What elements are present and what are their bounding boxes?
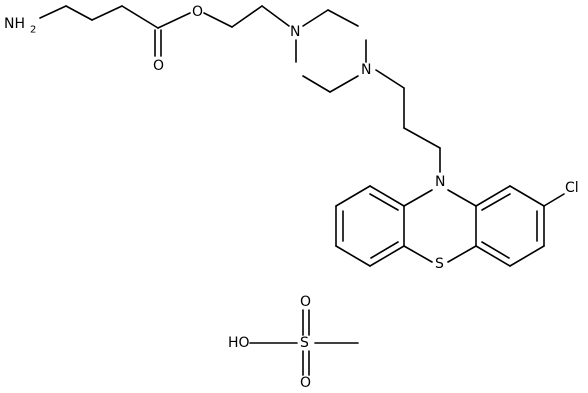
right-ring-2 [509, 185, 545, 207]
label-chlorine: Cl [565, 180, 579, 196]
propyl-linker [375, 69, 441, 173]
propyl-bond-1 [375, 69, 405, 89]
phenothiazine-core [335, 185, 565, 267]
label-sulfonyl-sulfur: S [300, 335, 309, 351]
label-acid-hydroxyl: HO [228, 335, 250, 351]
core-bond-s-right [447, 245, 477, 263]
right-ring-4 [509, 245, 545, 267]
bond-c4-o-ester [157, 12, 191, 29]
right-ring-1 [475, 185, 511, 207]
pip-bond-2 [327, 9, 359, 27]
left-ring-2 [335, 185, 371, 207]
methanesulfonic-acid [249, 309, 359, 376]
core-bond-n-left [403, 189, 433, 207]
aminobutanoate-chain [39, 5, 290, 57]
piperazine-ring [295, 9, 367, 93]
label-ring-sulfur: S [435, 256, 444, 272]
bond-c5-c6 [231, 5, 263, 28]
left-ring-1 [369, 185, 405, 207]
label-sulfonyl-oxygen-bottom: O [300, 375, 311, 391]
right-ring-5 [475, 245, 511, 267]
pip-bond-1 [302, 9, 329, 27]
bond-c3-c4 [121, 5, 159, 29]
pip-bond-5 [302, 75, 331, 93]
right-ring-double-1 [481, 193, 511, 211]
core-bond-s-left [403, 245, 433, 263]
pip-bond-4 [329, 75, 359, 93]
label-ring-nitrogen: N [435, 174, 445, 190]
bond-c6-n-pip [261, 5, 290, 27]
label-amine: NH [4, 16, 25, 32]
label-carbonyl-oxygen: O [153, 58, 164, 74]
left-ring-4 [335, 245, 371, 267]
label-ester-oxygen: O [192, 4, 203, 20]
bond-c-cl [543, 193, 565, 207]
bond-c1-c2 [65, 5, 93, 21]
label-amine-subscript: 2 [30, 25, 36, 36]
left-ring-5 [369, 245, 405, 267]
label-sulfonyl-oxygen-top: O [300, 294, 311, 310]
left-ring-double-1 [369, 193, 399, 211]
left-ring-double-3 [370, 241, 399, 259]
label-piperazine-n1: N [290, 24, 300, 40]
bond-n-c1 [39, 5, 67, 19]
right-ring-double-3 [481, 241, 510, 259]
core-bond-n-right [447, 189, 477, 207]
label-piperazine-n2: N [361, 62, 371, 78]
atom-labels: NH 2 O O N N N S Cl HO S O O [4, 4, 579, 391]
propyl-bond-3 [403, 127, 441, 149]
bond-o-c5 [203, 12, 233, 28]
bond-c2-c3 [91, 5, 123, 21]
